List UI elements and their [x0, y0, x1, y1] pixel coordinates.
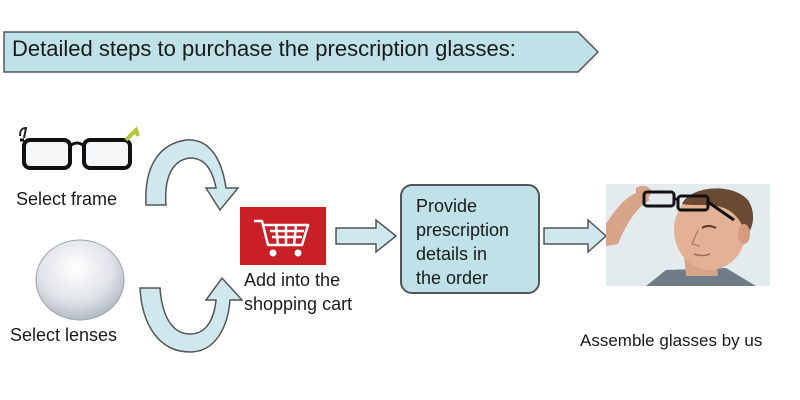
provide-details-box: Provide prescription details in the orde…: [400, 184, 540, 294]
banner-title: Detailed steps to purchase the prescript…: [12, 36, 516, 61]
details-line-4: the order: [416, 268, 489, 288]
add-to-cart-line-1: Add into the: [244, 270, 341, 290]
select-frame-label: Select frame: [16, 189, 118, 209]
shopping-cart-box: [240, 207, 326, 265]
details-line-2: prescription: [416, 220, 510, 240]
details-line-1: Provide: [416, 196, 478, 216]
add-to-cart-label: Add into the shopping cart: [244, 268, 352, 316]
shopping-cart-icon: [254, 219, 310, 257]
select-lenses-label: Select lenses: [10, 325, 118, 345]
add-to-cart-line-2: shopping cart: [244, 294, 353, 314]
details-line-3: details in: [416, 244, 488, 264]
man-wearing-glasses-photo: [606, 184, 770, 286]
assemble-glasses-label: Assemble glasses by us: [580, 331, 763, 350]
